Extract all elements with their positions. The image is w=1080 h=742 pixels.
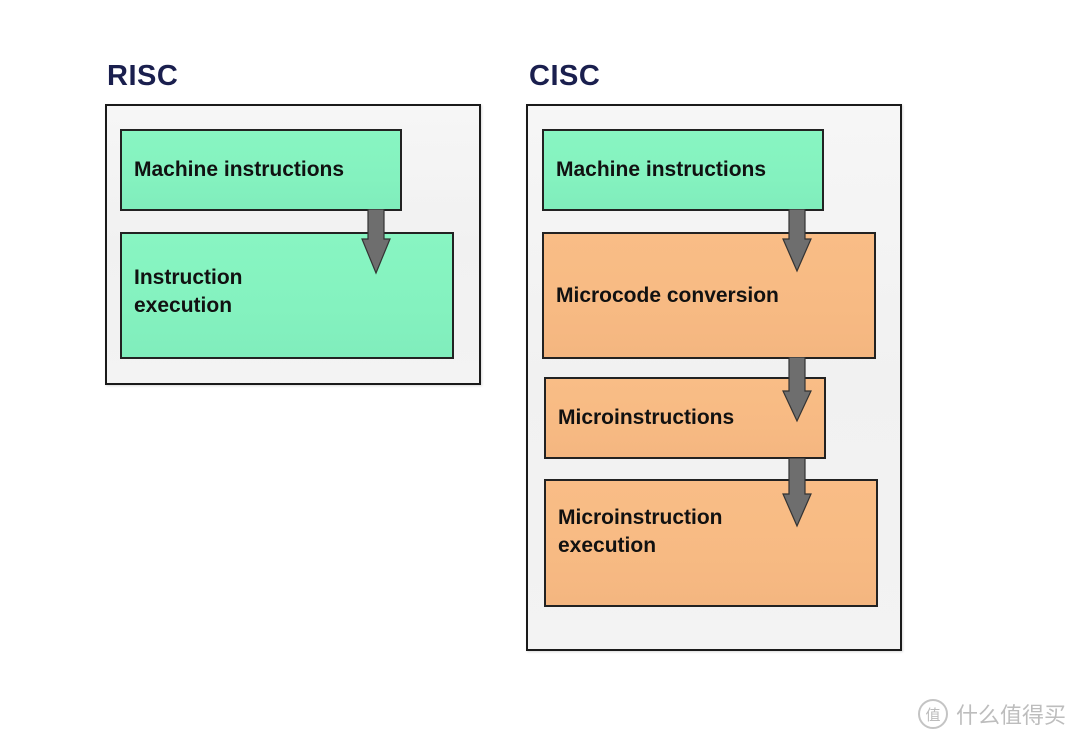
- cisc-step-machine-instructions: Machine instructions: [542, 129, 824, 211]
- risc-step-label: Instruction execution: [134, 265, 243, 317]
- arrow-down-icon: [361, 209, 391, 275]
- arrow-down-icon: [782, 357, 812, 423]
- cisc-step-microcode-conversion: Microcode conversion: [542, 232, 876, 359]
- cisc-step-label: Microcode conversion: [556, 283, 779, 307]
- cisc-step-label: Machine instructions: [556, 158, 767, 181]
- cisc-step-microinstruction-execution: Microinstruction execution: [544, 479, 878, 607]
- risc-step-label: Machine instructions: [134, 158, 345, 181]
- arrow-down-icon: [782, 458, 812, 528]
- risc-step-machine-instructions: Machine instructions: [120, 129, 402, 211]
- watermark-text: 什么值得买: [955, 703, 1066, 728]
- risc-step-instruction-execution: Instruction execution: [120, 232, 454, 359]
- cisc-step-microinstructions: Microinstructions: [544, 377, 826, 459]
- watermark: 值 什么值得买: [917, 698, 1066, 730]
- risc-title: RISC: [107, 60, 179, 92]
- cisc-step-label: Microinstruction execution: [558, 506, 723, 557]
- cisc-title: CISC: [529, 60, 601, 92]
- cisc-step-label: Microinstructions: [558, 406, 735, 429]
- arrow-down-icon: [782, 209, 812, 273]
- watermark-logo-icon: 值: [917, 699, 948, 729]
